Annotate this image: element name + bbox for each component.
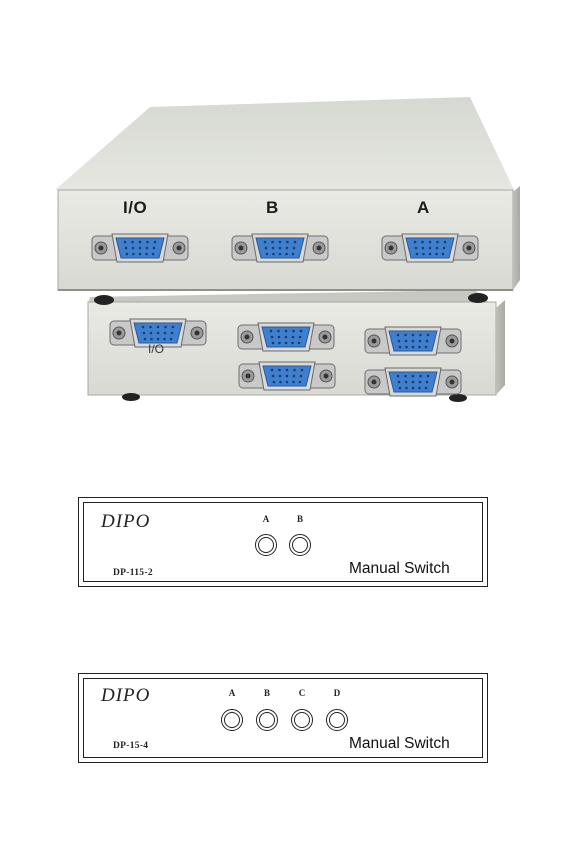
switch-button-a[interactable] [255,534,277,556]
switch-button-b[interactable] [289,534,311,556]
switch-button-d[interactable] [326,709,348,731]
button-label-a: A [228,688,236,698]
button-label-a: A [262,514,270,524]
button-label-b: B [296,514,303,524]
faceplate-2-port: DIPO DP-115-2 Manual Switch A B [78,497,488,587]
port-label-b: B [266,198,279,217]
brand-logo: DIPO [101,511,151,532]
faceplate-inner-border [83,678,483,758]
vga-port-lower-b2 [238,361,336,391]
faceplate-4-port: DIPO DP-15-4 Manual Switch A B C D [78,673,488,763]
port-label-a: A [417,198,430,217]
button-label-b: B [263,688,270,698]
product-photo: I/O B A I/O [55,97,520,402]
faceplate-inner-border [83,502,483,582]
manual-switch-caption: Manual Switch [349,560,450,577]
switch-button-b[interactable] [256,709,278,731]
button-label-d: D [333,688,341,698]
vga-port-a [381,233,479,263]
switch-button-c[interactable] [291,709,313,731]
port-label-io: I/O [123,198,148,217]
switch-button-a[interactable] [221,709,243,731]
vga-port-b [231,233,329,263]
manual-switch-caption: Manual Switch [349,735,450,752]
button-label-c: C [298,688,306,698]
vga-connectors [91,233,479,397]
vga-port-lower-io [109,318,207,348]
vga-port-lower-b1 [237,322,335,352]
brand-logo: DIPO [101,685,151,706]
vga-port-lower-a1 [364,326,462,356]
vga-port-io [91,233,189,263]
lower-port-label-io: I/O [148,342,165,356]
vga-port-lower-a2 [364,367,462,397]
model-number: DP-15-4 [113,741,149,751]
model-number: DP-115-2 [113,568,153,578]
